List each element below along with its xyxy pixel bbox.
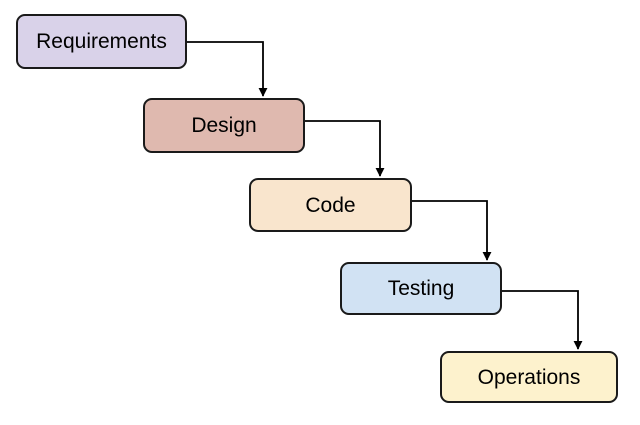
node-code-label: Code [305,193,356,217]
node-code: Code [249,178,412,232]
node-operations: Operations [440,351,618,403]
node-design-label: Design [191,114,257,137]
node-design: Design [143,98,305,153]
node-requirements-label: Requirements [36,30,167,53]
connector-requirements-design [187,41,268,97]
connector-design-code [305,120,385,177]
node-testing: Testing [340,262,502,315]
node-requirements: Requirements [16,14,187,69]
node-testing-label: Testing [387,277,455,300]
connector-testing-operations [502,290,583,350]
node-operations-label: Operations [477,365,581,389]
connector-code-testing [412,200,492,261]
